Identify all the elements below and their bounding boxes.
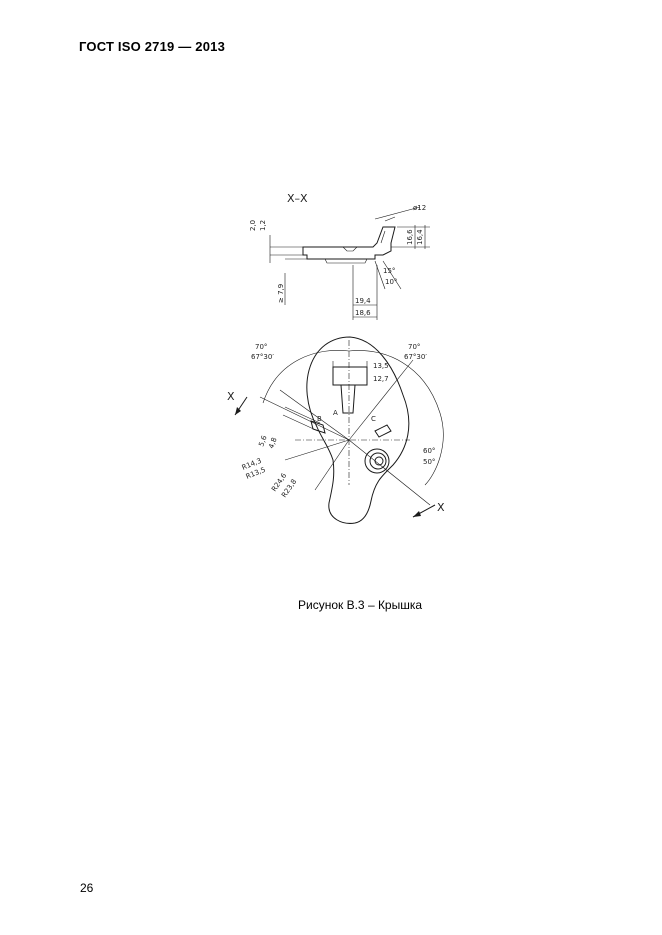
slot-width-2: 12,7 — [373, 375, 389, 383]
angle-right-2: 67°30′ — [404, 353, 427, 361]
plan-view: 70° 67°30′ 70° 67°30′ 13,5 12,7 A B C X … — [227, 336, 445, 524]
dim-h2: 16,4 — [416, 229, 424, 245]
dim-s1: 5,6 — [257, 434, 269, 448]
label-c: C — [371, 415, 376, 423]
dim-w1: 19,4 — [355, 297, 371, 305]
dim-w2: 18,6 — [355, 309, 371, 317]
technical-drawing-cover: X–X 2,0 1,2 ≥ 7,9 ø12 16,6 16,4 15° — [227, 192, 445, 524]
angle-left-1: 70° — [255, 343, 267, 351]
cut-label-left: X — [227, 390, 235, 403]
dim-diameter: ø12 — [413, 204, 426, 212]
section-view: X–X 2,0 1,2 ≥ 7,9 ø12 16,6 16,4 15° — [249, 192, 430, 320]
slot-width-1: 13,5 — [373, 362, 389, 370]
label-b: B — [317, 415, 322, 423]
angle-2: 10° — [385, 278, 397, 286]
dim-s2: 4,8 — [267, 436, 278, 449]
dim-h1: 16,6 — [406, 229, 414, 245]
cut-label-right: X — [437, 501, 445, 514]
angle-r2: 50° — [423, 458, 435, 466]
dim-top-left-2: 1,2 — [259, 220, 267, 231]
dim-top-left-1: 2,0 — [249, 220, 257, 231]
page-number: 26 — [80, 881, 94, 895]
angle-right-1: 70° — [408, 343, 420, 351]
label-a: A — [333, 409, 338, 417]
section-title: X–X — [287, 192, 308, 205]
angle-left-2: 67°30′ — [251, 353, 274, 361]
figure-caption: Рисунок В.3 – Крышка — [298, 598, 423, 612]
document-header: ГОСТ ISO 2719 — 2013 — [79, 39, 225, 54]
dim-left: ≥ 7,9 — [277, 284, 285, 303]
angle-r1: 60° — [423, 447, 435, 455]
angle-1: 15° — [383, 267, 395, 275]
